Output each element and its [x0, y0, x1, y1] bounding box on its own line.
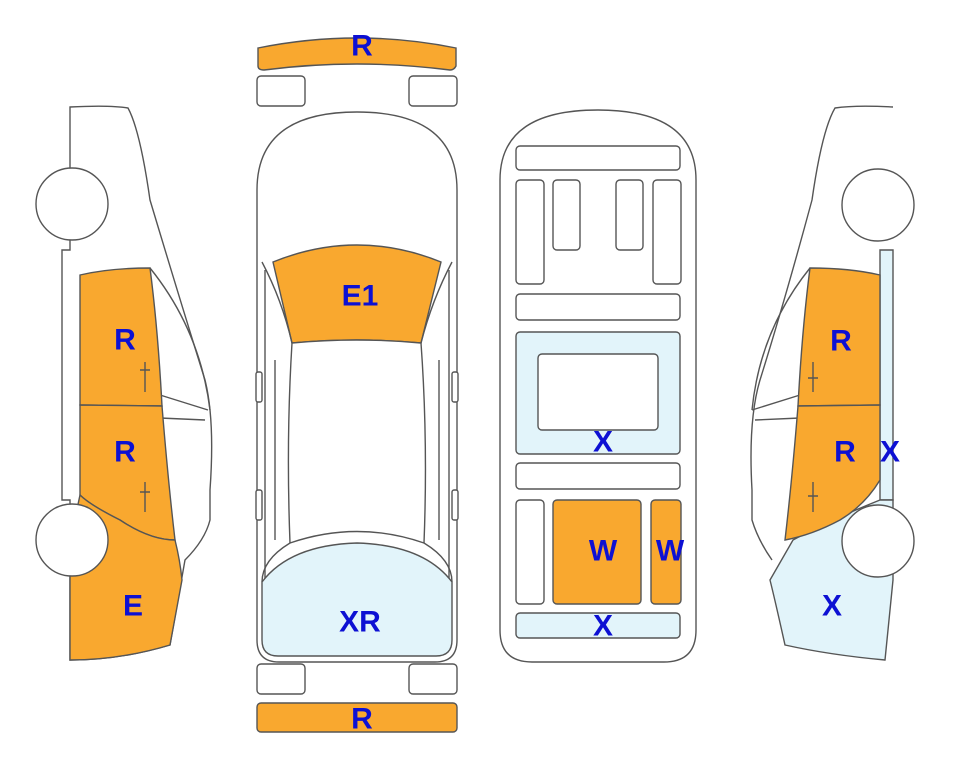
damage-labels: R R E1 XR X W W X R R E R R X X — [114, 30, 900, 736]
label-floor-right: W — [656, 535, 685, 568]
rear-right-light — [408, 663, 458, 695]
car-right-side-view — [750, 105, 915, 661]
label-roof: X — [593, 426, 613, 459]
label-left-rear-door: R — [114, 436, 136, 469]
right-rear-wheel — [841, 504, 915, 578]
rear-bumper-panel[interactable] — [256, 702, 458, 733]
car-top-view — [255, 37, 459, 733]
label-trunk: XR — [339, 606, 381, 639]
label-right-front-door: R — [830, 325, 852, 358]
right-rear-door[interactable] — [784, 404, 881, 541]
label-left-front-door: R — [114, 324, 136, 357]
rear-left-light — [256, 663, 306, 695]
label-front-bumper: R — [351, 30, 373, 63]
car-left-side-view — [35, 105, 213, 661]
trunk-panel[interactable] — [261, 542, 453, 657]
label-rear-bumper: R — [351, 703, 373, 736]
floor-right-panel[interactable] — [650, 499, 682, 605]
left-front-door[interactable] — [79, 267, 163, 407]
right-front-door[interactable] — [797, 267, 881, 407]
front-bumper-panel[interactable] — [257, 37, 457, 71]
floor-left-panel[interactable] — [552, 499, 642, 605]
front-left-light — [256, 75, 306, 107]
front-right-light — [408, 75, 458, 107]
left-rear-wheel — [35, 503, 109, 577]
label-left-rear-quarter: E — [123, 590, 143, 623]
label-right-rear-door: R — [834, 436, 856, 469]
label-hood: E1 — [342, 280, 379, 313]
right-front-wheel — [841, 168, 915, 242]
label-floor-rear: X — [593, 610, 613, 643]
roof-panel — [287, 339, 427, 544]
label-floor-left: W — [589, 535, 618, 568]
left-front-wheel — [35, 167, 109, 241]
car-underbody-view — [499, 109, 697, 663]
label-right-rocker: X — [880, 436, 900, 469]
floor-rear-panel[interactable] — [515, 612, 681, 639]
label-right-rear-quarter: X — [822, 590, 842, 623]
